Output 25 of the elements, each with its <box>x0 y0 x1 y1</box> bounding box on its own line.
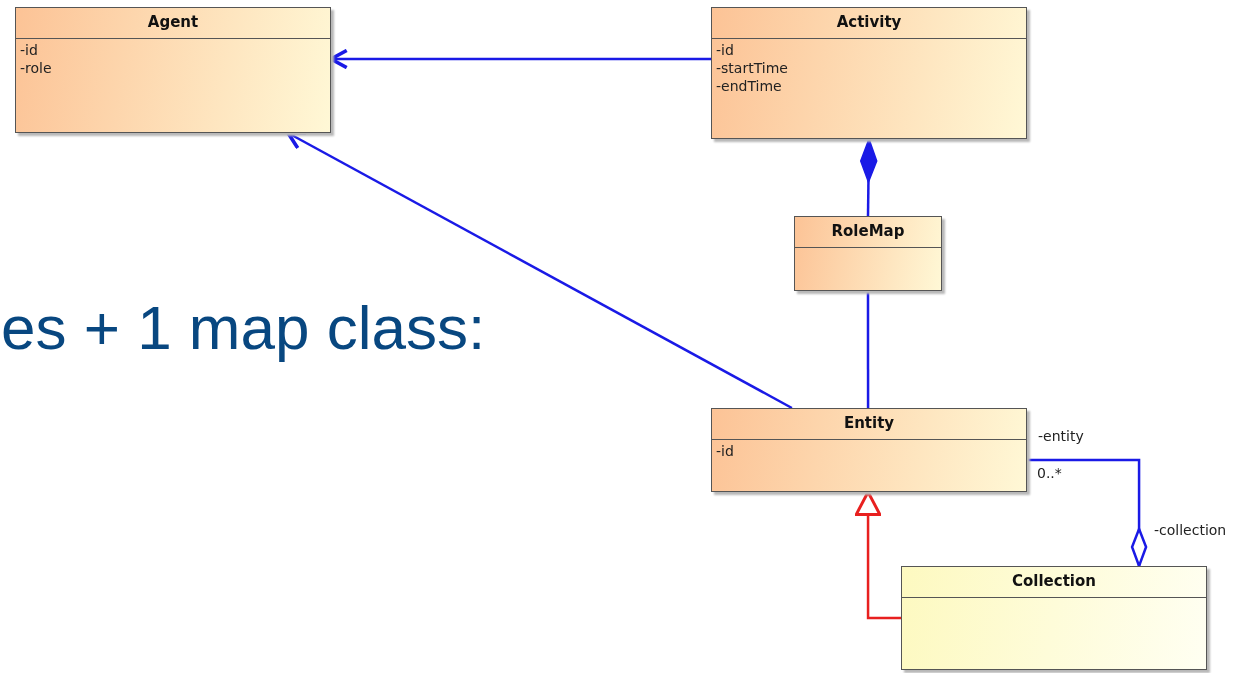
arrow <box>854 490 901 620</box>
class-box <box>901 566 1207 670</box>
class-box <box>15 7 331 133</box>
heading-text: es + 1 map class: <box>1 292 486 363</box>
arrow <box>286 131 793 410</box>
class-name: Entity <box>843 413 895 434</box>
class-name: Activity <box>836 12 902 33</box>
role-label: -collection <box>1154 522 1227 538</box>
class-box <box>711 7 1027 139</box>
class-name: Agent <box>147 12 199 33</box>
class-box <box>794 216 942 291</box>
association-line <box>1027 458 1148 568</box>
class-name: RoleMap <box>831 221 905 242</box>
multiplicity-label: 0..* <box>1037 465 1062 481</box>
class-name: Collection <box>1012 571 1096 592</box>
arrow <box>329 48 711 70</box>
attribute-text: -startTime <box>716 59 788 77</box>
attribute-text: -id <box>20 41 38 59</box>
attribute-text: -id <box>716 442 734 460</box>
attribute-text: -id <box>716 41 734 59</box>
attribute-text: -endTime <box>716 77 782 95</box>
connector-line <box>866 291 870 408</box>
class-box <box>711 408 1027 492</box>
attribute-text: -role <box>20 59 52 77</box>
association-line <box>859 138 878 216</box>
